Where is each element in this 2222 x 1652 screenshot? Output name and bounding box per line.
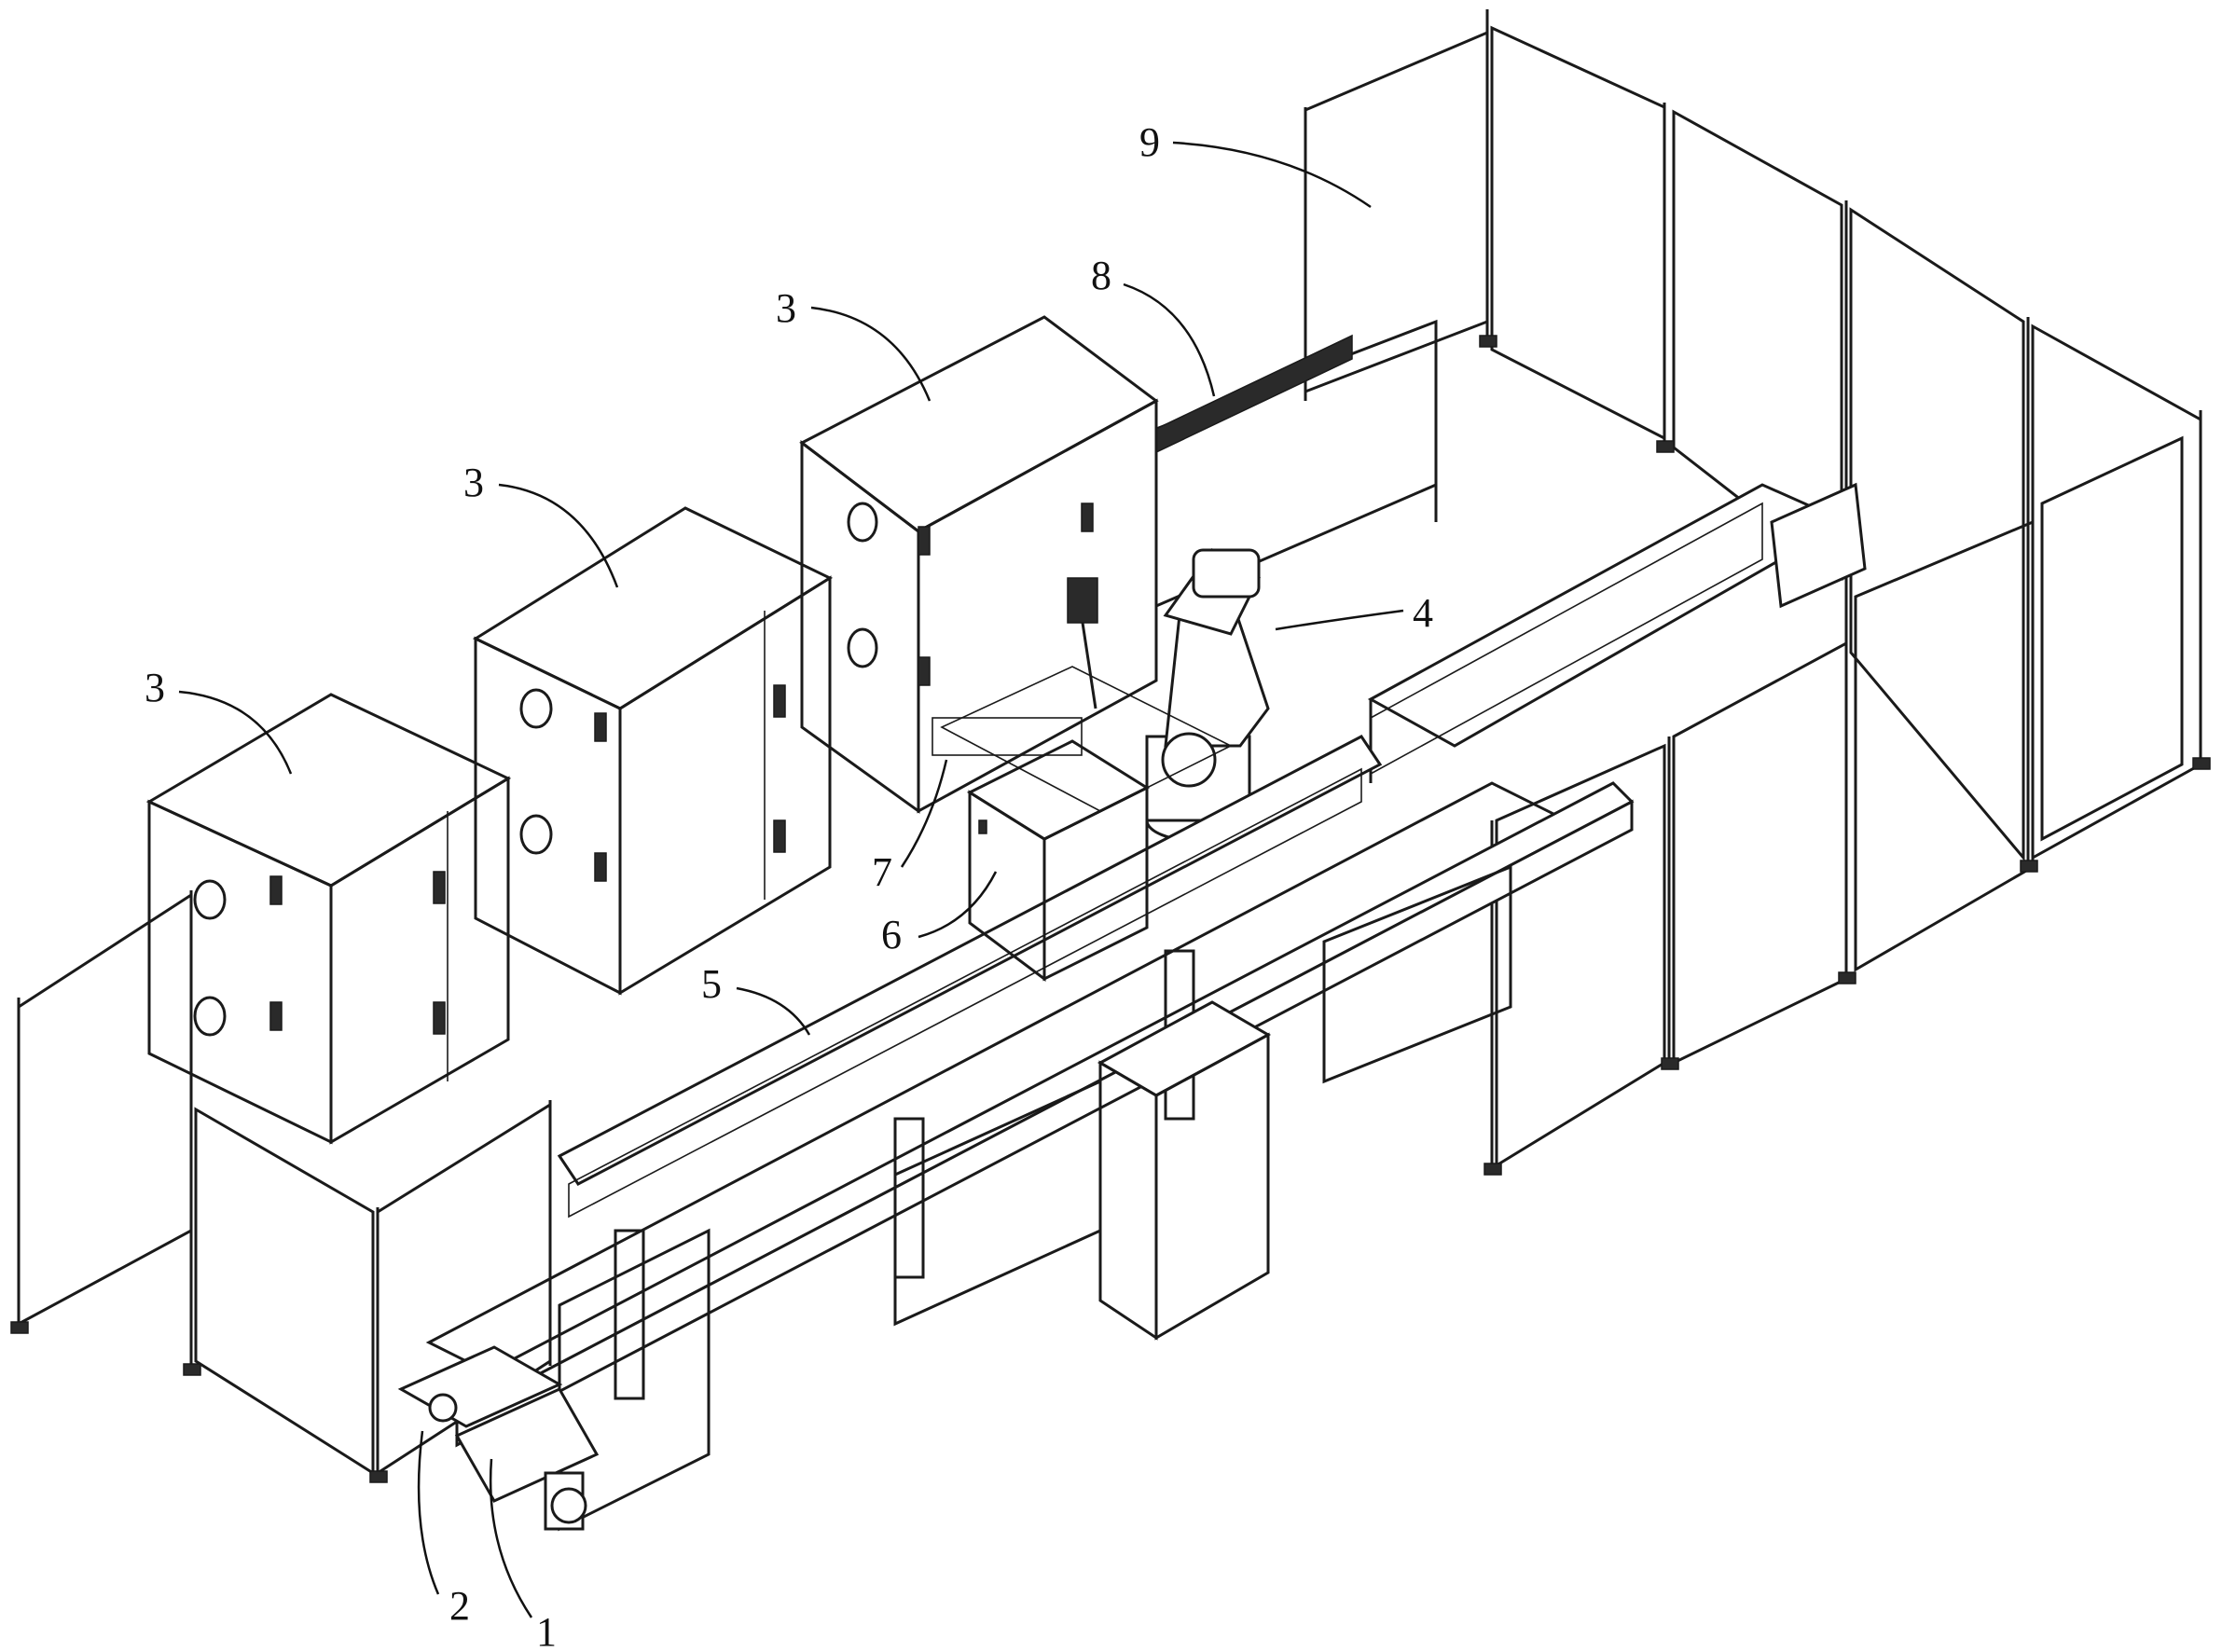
main-conveyor: [425, 735, 1635, 1532]
fence-panel-right-3: [2031, 324, 2202, 860]
magazine-rack: [1154, 319, 1438, 653]
leader-2: [417, 1430, 440, 1595]
ref-4: 4: [1413, 590, 1433, 636]
ref-3a: 3: [145, 665, 165, 710]
electrical-cabinet: [1097, 1000, 1272, 1341]
ref-6: 6: [881, 912, 902, 957]
ref-3c: 3: [776, 285, 796, 331]
ref-9: 9: [1139, 119, 1160, 165]
leader-9: [1172, 141, 1372, 209]
leader-3b: [498, 483, 619, 588]
robot-carriage: [932, 666, 1233, 812]
safety-fence-rear: [1304, 9, 2211, 1176]
ref-5: 5: [701, 961, 722, 1007]
fence-panel-front-right: [2040, 435, 2184, 842]
rear-track-frame: [1367, 482, 1867, 783]
leader-7: [1123, 282, 1216, 397]
ref-8: 7: [872, 849, 892, 895]
cabinet-right: [799, 315, 1159, 814]
ref-2: 2: [449, 1583, 470, 1629]
leader-lines: [178, 141, 1404, 1618]
leader-1: [489, 1458, 533, 1618]
control-box: [966, 739, 1151, 982]
reference-numerals: 9 8 3 3 3 4 7 6 5 2 1: [145, 119, 1433, 1652]
cabinet-middle: [472, 506, 834, 996]
leader-4: [1275, 609, 1404, 631]
leader-3c: [810, 306, 932, 402]
leader-3a: [178, 690, 293, 775]
fence-panel-front-2: [1672, 640, 1848, 1066]
fence-panel-right-2: [1849, 207, 2025, 862]
ref-7: 8: [1091, 253, 1111, 298]
leader-5: [736, 986, 811, 1036]
leader-8: [900, 759, 948, 868]
cabinet-left: [145, 693, 512, 1145]
safety-fence-front: [10, 890, 552, 1483]
ref-3b: 3: [463, 460, 484, 505]
feed-unit: [397, 1345, 600, 1531]
fence-panel-back-mid: [1490, 25, 1666, 441]
fence-panel-front-1: [1854, 519, 2035, 972]
leader-6: [918, 871, 998, 939]
ref-1: 1: [536, 1609, 557, 1652]
